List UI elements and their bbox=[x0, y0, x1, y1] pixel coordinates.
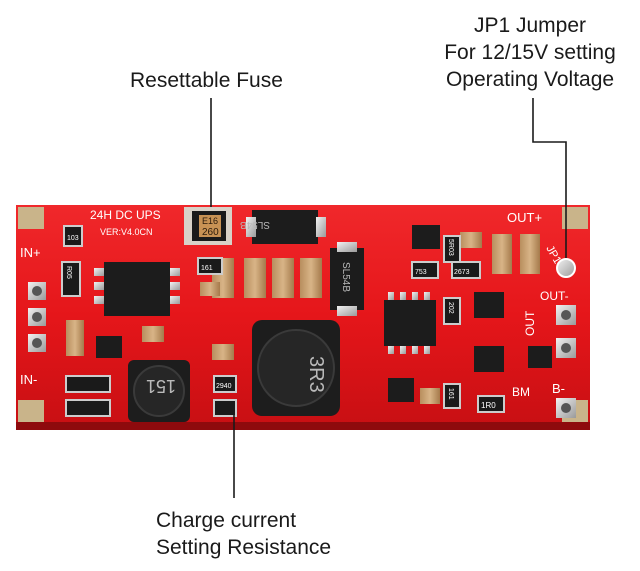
res-1r0-marking: 1R0 bbox=[481, 401, 496, 410]
jp1-jumper-label: JP1 Jumper For 12/15V setting Operating … bbox=[430, 12, 630, 93]
diode-1-marking: SL54B bbox=[240, 219, 270, 230]
jp1-jumper-line-1: JP1 Jumper bbox=[473, 14, 587, 37]
jumper-callout-line bbox=[532, 98, 567, 258]
schottky-diode-1 bbox=[246, 210, 326, 244]
res-r05-marking: R05 bbox=[65, 266, 72, 279]
label-out-vertical: OUT bbox=[523, 310, 537, 336]
res-103-marking: 103 bbox=[67, 235, 79, 242]
silkscreen-labels: 24H DC UPS VER:V4.0CN IN+ IN- OUT+ OUT- … bbox=[20, 208, 569, 410]
label-in-minus: IN- bbox=[20, 372, 37, 387]
fuse-code-2: 260 bbox=[202, 227, 219, 238]
res-161-marking: 161 bbox=[201, 265, 213, 272]
inductor-small-marking: 151 bbox=[146, 376, 176, 396]
res-161b-marking: 161 bbox=[447, 388, 454, 400]
output-pads bbox=[556, 305, 576, 418]
label-b-minus: B- bbox=[552, 381, 565, 396]
transistors bbox=[96, 225, 552, 402]
sop8-ic bbox=[384, 292, 436, 354]
jp1-jumper-line-3: Operating Voltage bbox=[445, 68, 615, 91]
resettable-fuse bbox=[184, 207, 232, 245]
board-title: 24H DC UPS bbox=[90, 208, 161, 222]
res-2940-marking: 2940 bbox=[216, 383, 232, 390]
res-5r03-marking: 5R03 bbox=[447, 239, 454, 256]
inductor-small bbox=[128, 360, 190, 422]
charge-label-line-2: Setting Resistance bbox=[156, 536, 332, 559]
inductor-large bbox=[252, 320, 340, 416]
diode-2-marking: SL54B bbox=[340, 262, 351, 292]
jp1-jumper-line-2: For 12/15V setting bbox=[444, 41, 616, 64]
callout-lines bbox=[210, 98, 567, 498]
res-202-marking: 202 bbox=[447, 302, 454, 314]
label-out-minus: OUT- bbox=[540, 289, 569, 303]
resettable-fuse-label: Resettable Fuse bbox=[130, 69, 283, 92]
smd-resistors bbox=[61, 225, 505, 417]
charge-label-line-1: Charge current bbox=[156, 509, 297, 532]
jp1-jumper-pad bbox=[556, 258, 576, 278]
board-version: VER:V4.0CN bbox=[100, 227, 153, 237]
fuse-code-1: E16 bbox=[202, 216, 218, 226]
controller-ic bbox=[94, 262, 180, 316]
res-753-marking: 753 bbox=[415, 269, 427, 276]
label-in-plus: IN+ bbox=[20, 245, 41, 260]
label-bm: BM bbox=[512, 385, 530, 399]
inductor-large-marking: 3R3 bbox=[305, 356, 327, 393]
label-out-plus: OUT+ bbox=[507, 210, 542, 225]
input-pads bbox=[28, 282, 46, 352]
res-2673-marking: 2673 bbox=[454, 269, 470, 276]
schottky-diode-2 bbox=[330, 242, 364, 316]
charge-resistance-label: Charge current Setting Resistance bbox=[156, 507, 331, 561]
